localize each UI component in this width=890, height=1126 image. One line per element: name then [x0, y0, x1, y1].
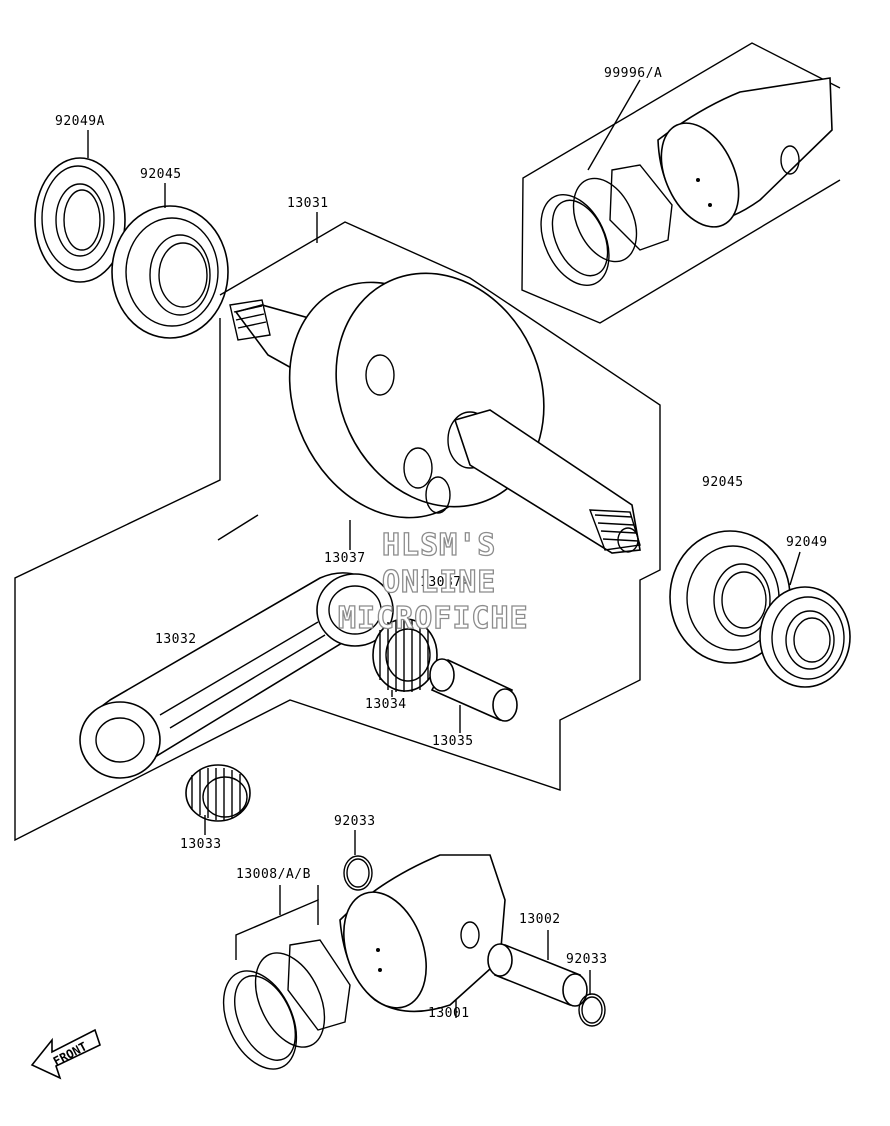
front-arrow: FRONT	[30, 1028, 101, 1080]
crankshaft-box	[14, 221, 661, 842]
callout-13037A: 13037A	[420, 575, 470, 590]
callout-13034: 13034	[365, 697, 407, 712]
callout-92045-right: 92045	[702, 475, 744, 490]
watermark: HLSM'S ONLINE MICROFICHE	[337, 527, 529, 636]
piston-circlip-right[interactable]	[578, 970, 606, 1027]
oil-seal-left[interactable]	[34, 157, 126, 283]
watermark-line-3: MICROFICHE	[338, 601, 529, 636]
oil-seal-right[interactable]	[759, 586, 851, 688]
callout-13031: 13031	[287, 196, 329, 211]
callout-99996A: 99996/A	[604, 66, 662, 81]
callout-92049: 92049	[786, 535, 828, 550]
callout-13001: 13001	[428, 1006, 470, 1021]
callout-13002: 13002	[519, 912, 561, 927]
callout-13037: 13037	[324, 551, 366, 566]
watermark-line-1: HLSM'S	[382, 528, 496, 563]
ball-bearing-left[interactable]	[111, 205, 229, 339]
callout-13035: 13035	[432, 734, 474, 749]
piston[interactable]	[329, 854, 506, 1019]
callout-92049A: 92049A	[55, 114, 105, 129]
piston-rings[interactable]	[209, 885, 351, 1081]
needle-bearing-small-end[interactable]	[185, 764, 251, 835]
connecting-rod[interactable]	[79, 572, 394, 779]
piston-pin[interactable]	[487, 930, 588, 1007]
piston-kit-box	[521, 42, 841, 324]
crank-pin[interactable]	[429, 658, 518, 722]
piston-circlip-top[interactable]	[343, 855, 373, 891]
kit-piston[interactable]	[646, 77, 833, 239]
callout-92033-right: 92033	[566, 952, 608, 967]
watermark-line-2: ONLINE	[382, 565, 496, 600]
callout-92045-top: 92045	[140, 167, 182, 182]
crankshaft-assembly[interactable]	[229, 239, 641, 554]
callout-13032: 13032	[155, 632, 197, 647]
callout-13033: 13033	[180, 837, 222, 852]
needle-bearing-big-end[interactable]	[372, 618, 438, 692]
piston-kit-group	[521, 42, 841, 324]
kit-rings[interactable]	[528, 164, 673, 296]
callout-92033-top: 92033	[334, 814, 376, 829]
callout-13008AB: 13008/A/B	[236, 867, 311, 882]
